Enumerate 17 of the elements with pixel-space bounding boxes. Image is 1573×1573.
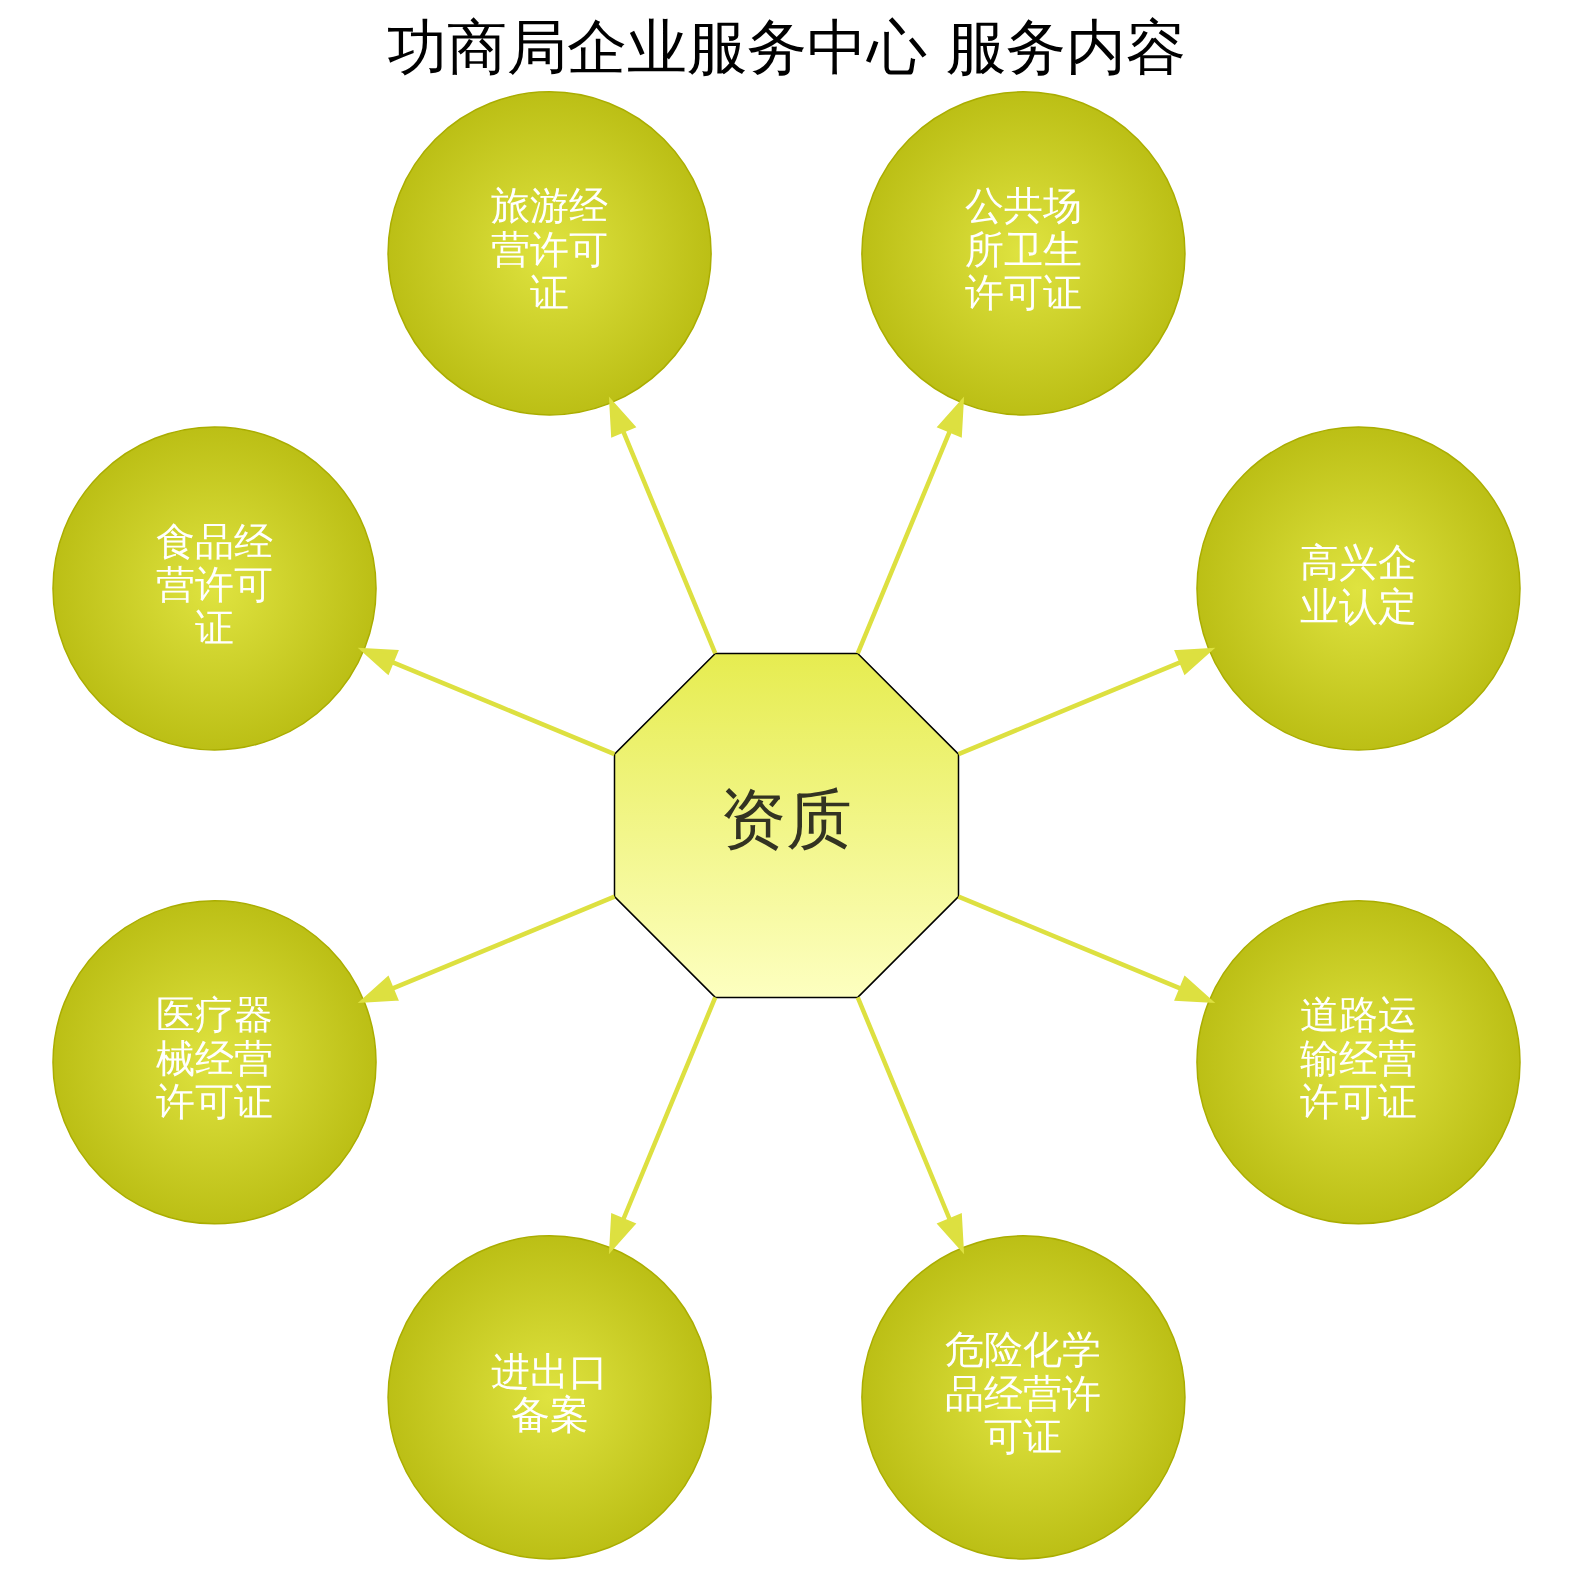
node-circle: 道路运输经营许可证 [1196, 900, 1521, 1225]
arrow [357, 647, 616, 757]
arrow [608, 996, 718, 1255]
node-circle: 危险化学品经营许可证 [861, 1235, 1186, 1560]
arrow [608, 396, 718, 655]
node-circle: 旅游经营许可证 [387, 91, 712, 416]
diagram-title: 功商局企业服务中心 服务内容 [386, 11, 1187, 82]
node-circle: 高兴企业认定 [1196, 426, 1521, 751]
node-circle: 医疗器械经营许可证 [52, 900, 377, 1225]
node-circle: 食品经营许可证 [52, 426, 377, 751]
arrow [957, 647, 1216, 757]
node-circle: 进出口备案 [387, 1235, 712, 1560]
arrow [357, 894, 616, 1003]
arrow [855, 396, 965, 655]
node-circle: 公共场所卫生许可证 [861, 91, 1186, 416]
arrow [957, 894, 1216, 1003]
arrow [855, 996, 965, 1255]
